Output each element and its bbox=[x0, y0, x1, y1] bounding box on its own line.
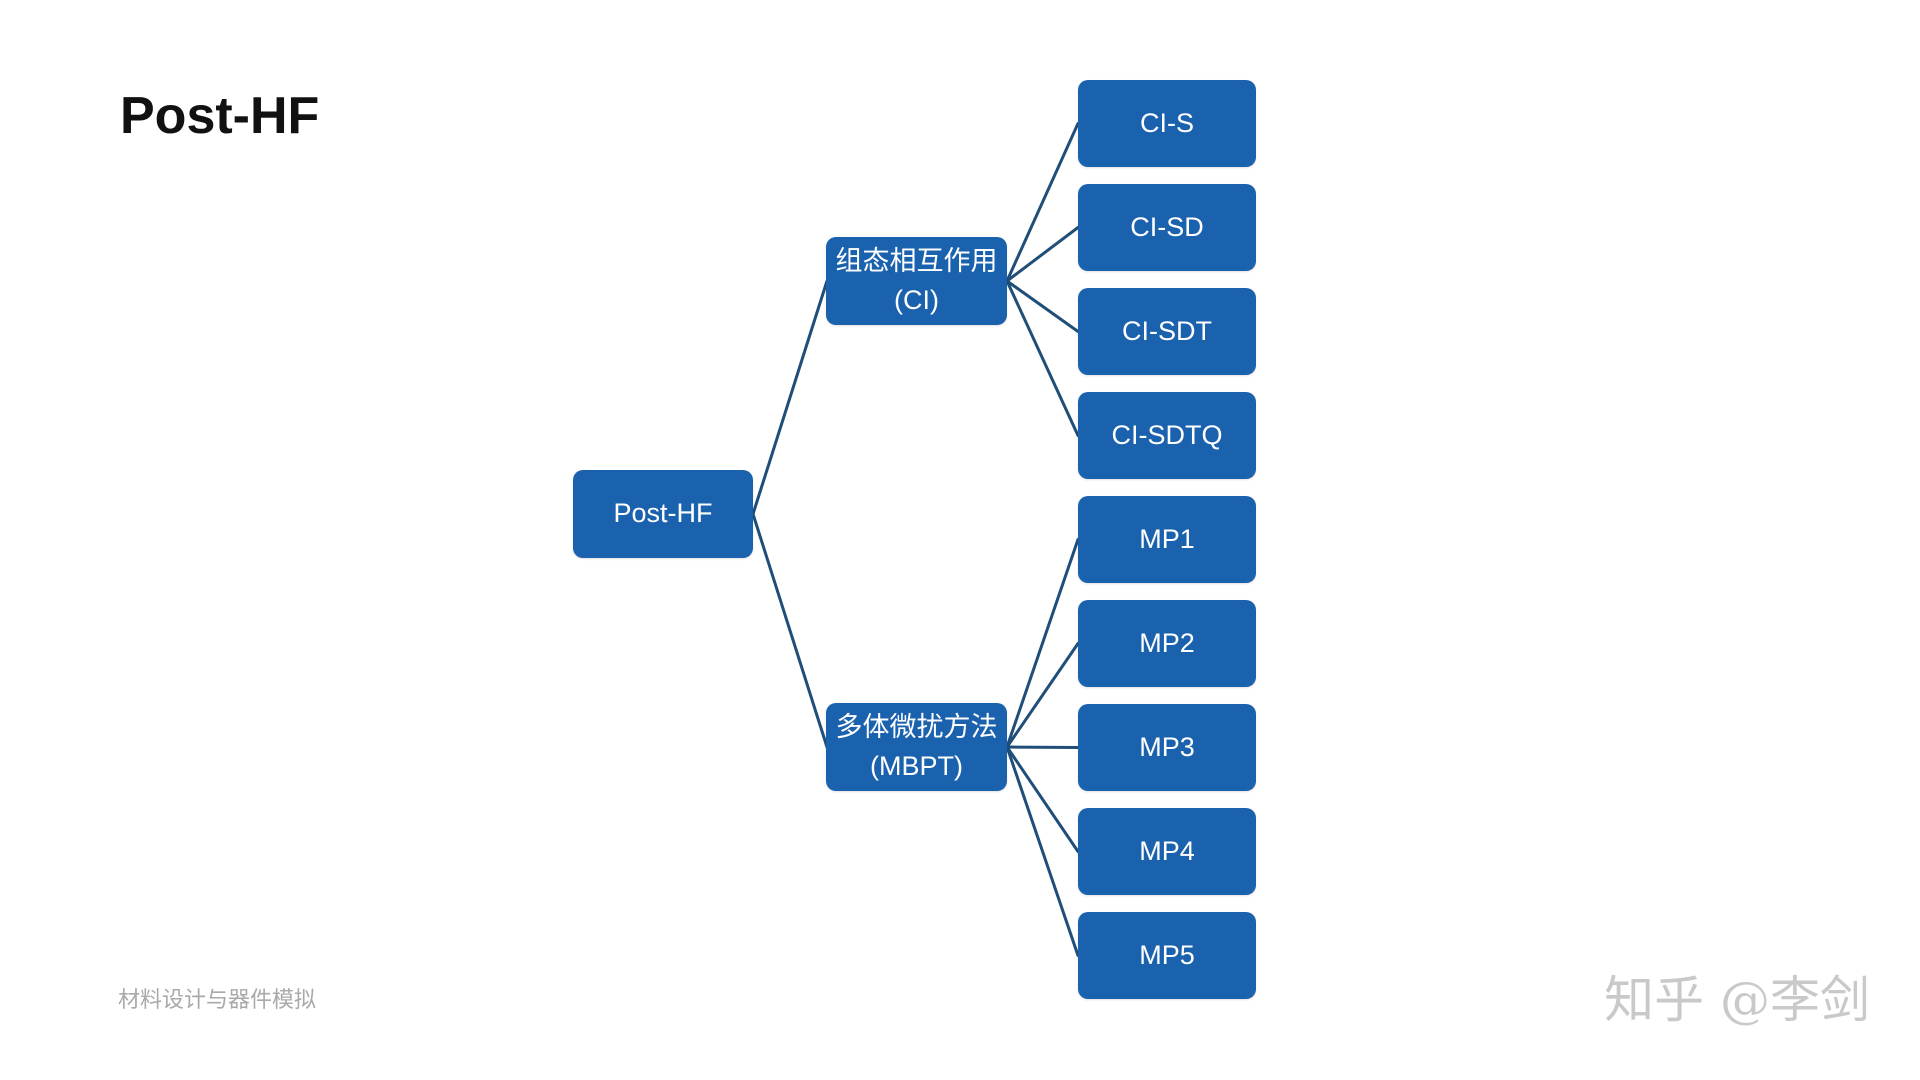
connector-root-mbpt bbox=[751, 512, 829, 749]
node-mp1: MP1 bbox=[1078, 496, 1256, 583]
connector-mbpt-mp4 bbox=[1005, 745, 1080, 853]
node-ci-sdtq: CI-SDTQ bbox=[1078, 392, 1256, 479]
node-label: MP2 bbox=[1139, 627, 1195, 658]
node-label: MP1 bbox=[1139, 523, 1195, 554]
node-ci-sd: CI-SD bbox=[1078, 184, 1256, 271]
page-title: Post-HF bbox=[120, 87, 320, 145]
connector-mbpt-mp1 bbox=[1005, 538, 1080, 749]
footer-channel-label: 材料设计与器件模拟 bbox=[118, 987, 317, 1012]
node-abbr: (MBPT) bbox=[870, 751, 963, 781]
node-label: 多体微扰方法 bbox=[835, 711, 998, 742]
connector-mbpt-mp2 bbox=[1005, 642, 1080, 749]
node-ci: 组态相互作用 (CI) bbox=[826, 237, 1007, 325]
node-abbr: (CI) bbox=[894, 285, 939, 315]
node-label: MP4 bbox=[1139, 835, 1195, 866]
node-mbpt: 多体微扰方法 (MBPT) bbox=[826, 703, 1007, 791]
node-mp4: MP4 bbox=[1078, 808, 1256, 895]
connector-root-ci bbox=[751, 279, 829, 516]
node-label: CI-SD bbox=[1130, 211, 1204, 242]
node-label: CI-S bbox=[1140, 107, 1194, 138]
connector-ci-cisd bbox=[1005, 226, 1080, 283]
node-mp5: MP5 bbox=[1078, 912, 1256, 999]
node-ci-s: CI-S bbox=[1078, 80, 1256, 167]
connector-ci-cis bbox=[1005, 122, 1080, 283]
connector-mbpt-mp5 bbox=[1005, 745, 1080, 957]
node-mp2: MP2 bbox=[1078, 600, 1256, 687]
node-label: MP5 bbox=[1139, 939, 1195, 970]
node-mp3: MP3 bbox=[1078, 704, 1256, 791]
node-label: CI-SDT bbox=[1122, 315, 1212, 346]
node-label: CI-SDTQ bbox=[1111, 419, 1223, 450]
connector-ci-cisdt bbox=[1005, 279, 1080, 333]
node-post-hf: Post-HF bbox=[573, 470, 753, 558]
node-ci-sdt: CI-SDT bbox=[1078, 288, 1256, 375]
node-label: Post-HF bbox=[613, 498, 713, 529]
node-label: 组态相互作用 bbox=[835, 245, 998, 276]
connector-ci-cisdtq bbox=[1005, 279, 1080, 437]
connector-mbpt-mp3 bbox=[1005, 745, 1080, 749]
zhihu-watermark: 知乎 @李剑 bbox=[1604, 971, 1870, 1029]
node-label: MP3 bbox=[1139, 731, 1195, 762]
